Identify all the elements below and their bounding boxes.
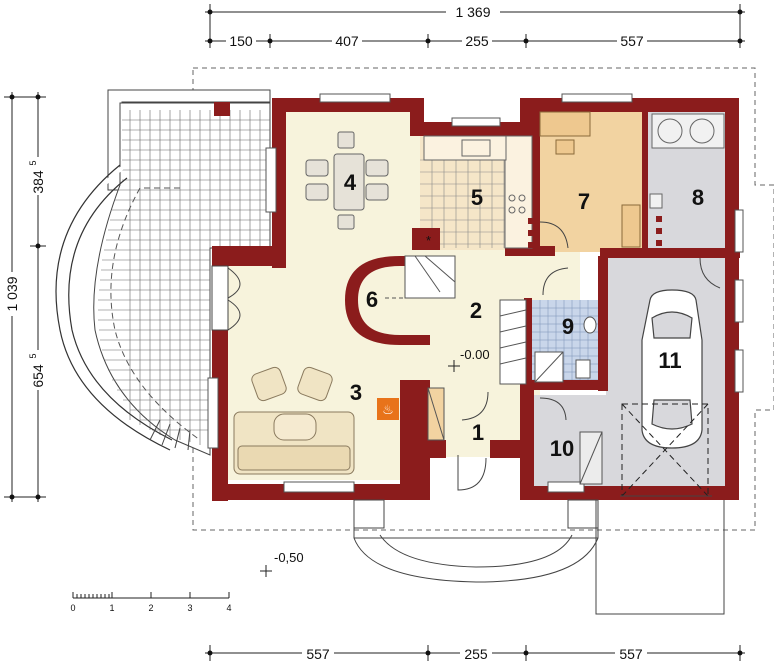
dim-bottom-2: 255 — [464, 646, 488, 662]
room-label-7: 7 — [578, 189, 590, 214]
scale-label-3: 3 — [187, 603, 192, 613]
top-dimension-dots — [207, 9, 743, 44]
room7-furniture — [539, 111, 641, 248]
chimney-block — [214, 102, 230, 116]
kitchen-counter — [423, 135, 533, 249]
dim-left-upper: 384 — [30, 170, 46, 194]
room-label-6: 6 — [366, 287, 378, 312]
left-dimension-dots — [9, 94, 41, 500]
dim-top-4: 557 — [620, 33, 644, 49]
dim-left-upper-sup: 5 — [28, 160, 38, 165]
compass-star-icon: * — [426, 233, 431, 248]
level-floor: -0.00 — [460, 347, 490, 362]
room-label-4: 4 — [344, 170, 357, 195]
scale-label-1: 1 — [109, 603, 114, 613]
dim-left-lower-sup: 5 — [28, 353, 38, 358]
wall-markers — [528, 216, 662, 248]
dim-top-total: 1 369 — [455, 4, 490, 20]
bottom-dimension-dots — [207, 650, 743, 656]
bath-fixtures — [534, 316, 597, 383]
svg-text:♨: ♨ — [382, 403, 394, 418]
level-ground: -0,50 — [274, 550, 304, 565]
entrance-closet — [427, 387, 445, 441]
room-label-8: 8 — [692, 185, 704, 210]
utility-appliances — [649, 113, 725, 209]
terrace-tiles — [98, 110, 270, 445]
room-label-3: 3 — [350, 380, 362, 405]
room-label-10: 10 — [550, 436, 574, 461]
dim-left-lower: 654 — [30, 364, 46, 388]
driveway — [595, 500, 725, 615]
entrance-porch — [353, 499, 599, 583]
scale-label-2: 2 — [148, 603, 153, 613]
room-label-2: 2 — [470, 298, 482, 323]
room-label-11: 11 — [658, 348, 681, 373]
dim-top-2: 407 — [335, 33, 359, 49]
scale-label-4: 4 — [226, 603, 231, 613]
car-icon — [641, 289, 703, 449]
dim-top-3: 255 — [465, 33, 489, 49]
dim-top-1: 150 — [229, 33, 253, 49]
dim-bottom-1: 557 — [306, 646, 330, 662]
dim-left-total: 1 039 — [4, 276, 20, 311]
dim-bottom-3: 557 — [619, 646, 643, 662]
terrace-door — [211, 265, 241, 331]
room-label-5: 5 — [471, 185, 483, 210]
room-label-9: 9 — [562, 314, 574, 339]
fire-escape-icon — [377, 398, 399, 420]
curved-wall-6 — [345, 256, 430, 345]
living-furniture — [233, 366, 355, 475]
dining-set — [305, 131, 389, 230]
room-label-1: 1 — [472, 420, 484, 445]
terrace — [55, 89, 271, 456]
doors — [457, 221, 721, 491]
level-markers — [260, 360, 460, 577]
scale-bar — [72, 592, 230, 599]
scale-label-0: 0 — [70, 603, 75, 613]
windows — [207, 93, 744, 493]
staircase — [404, 255, 527, 385]
